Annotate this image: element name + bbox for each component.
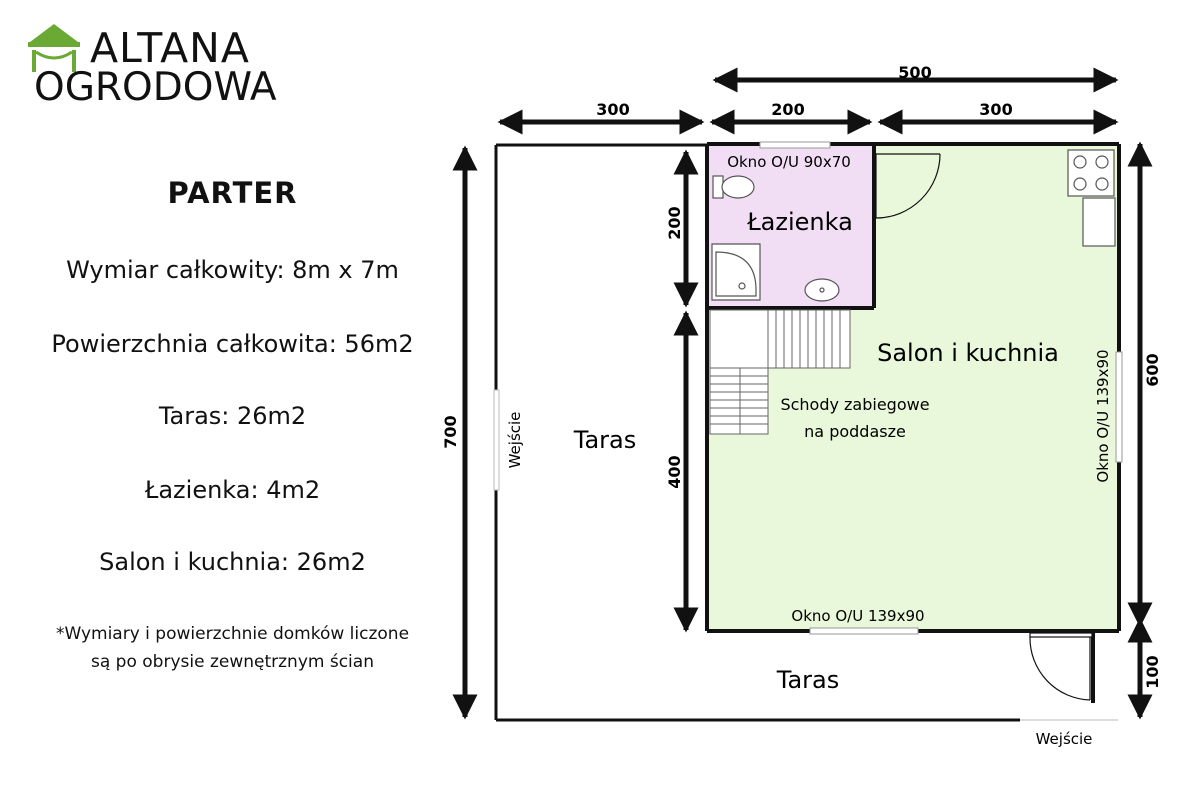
stairs — [709, 309, 851, 435]
dim-inner-lower: 400 — [665, 455, 684, 488]
dim-left-total: 700 — [441, 415, 460, 448]
stairs-label-line1: Schody zabiegowe — [780, 395, 929, 414]
fridge-icon — [1082, 197, 1116, 247]
entrance-label-left: Wejście — [506, 412, 524, 469]
total-dimensions: Wymiar całkowity: 8m x 7m — [66, 256, 399, 284]
note-line-1: *Wymiary i powierzchnie domków liczone — [55, 624, 410, 644]
window-label-bath: Okno O/U 90x70 — [727, 153, 851, 171]
toilet-icon — [712, 175, 755, 199]
bottom-window — [809, 627, 919, 635]
entrance-label-bottom: Wejście — [1036, 730, 1093, 748]
bathroom-door — [875, 153, 941, 219]
dim-top-mid: 200 — [771, 100, 804, 119]
dim-top-right: 300 — [979, 100, 1012, 119]
total-area: Powierzchnia całkowita: 56m2 — [51, 330, 414, 358]
left-entrance-opening — [493, 389, 500, 491]
floor-title: PARTER — [167, 176, 298, 210]
dim-right-lower: 100 — [1143, 655, 1162, 688]
gazebo-logo-icon — [28, 24, 80, 72]
stove-icon — [1067, 149, 1115, 197]
front-door — [1029, 632, 1093, 701]
living-area: Salon i kuchnia: 26m2 — [99, 548, 366, 576]
outer-walls — [494, 143, 1020, 722]
right-window — [1115, 351, 1123, 463]
dimension-lines — [452, 67, 1153, 720]
window-label-right: Okno O/U 139x90 — [1094, 349, 1112, 482]
bath-window — [759, 141, 831, 149]
dim-right-upper: 600 — [1143, 353, 1162, 386]
logo-text-top: ALTANA — [90, 24, 250, 72]
room-label-bathroom: Łazienka — [746, 208, 853, 236]
logo-text-bottom: OGRODOWA — [34, 65, 277, 110]
note-line-2: są po obrysie zewnętrznym ścian — [91, 652, 374, 672]
room-label-living: Salon i kuchnia — [877, 339, 1059, 367]
shower-icon — [711, 243, 761, 301]
dim-inner-upper: 200 — [665, 206, 684, 239]
room-label-terrace-left: Taras — [573, 426, 636, 454]
terrace-area: Taras: 26m2 — [158, 402, 307, 430]
window-label-bottom: Okno O/U 139x90 — [791, 607, 924, 625]
dim-top-left: 300 — [596, 100, 629, 119]
stairs-label-line2: na poddasze — [804, 422, 906, 441]
room-label-terrace-bottom: Taras — [776, 666, 839, 694]
dim-top-total: 500 — [898, 63, 931, 82]
sink-icon — [804, 278, 840, 302]
bathroom-area: Łazienka: 4m2 — [144, 476, 321, 504]
logo: ALTANA OGRODOWA — [26, 22, 326, 112]
